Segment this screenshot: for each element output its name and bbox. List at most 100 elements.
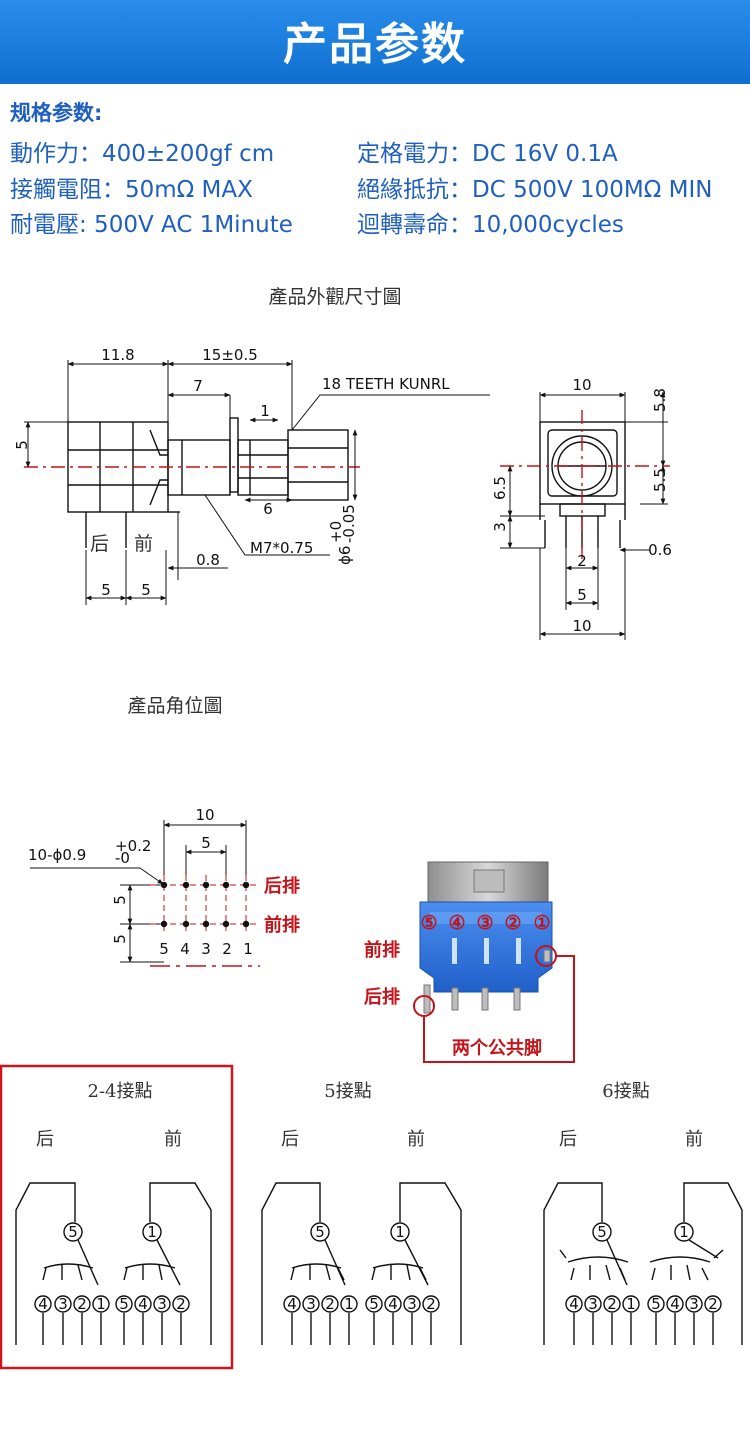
dim-2: 2: [577, 552, 587, 570]
config-pin: 3: [58, 1295, 68, 1313]
dim-r10-bottom: 10: [572, 617, 591, 635]
config-pin: 4: [287, 1295, 297, 1313]
hole-pin-number: 4: [180, 940, 190, 958]
config-pin: 2: [325, 1295, 335, 1313]
config-pin: 2: [176, 1295, 186, 1313]
shaft-diameter-label: ϕ6 +0 -0.05: [327, 504, 358, 565]
hole-pin-number: 2: [222, 940, 232, 958]
dim-hole-10: 10: [195, 806, 214, 824]
photo-back-row: 后排: [364, 986, 400, 1008]
svg-text:ϕ6: ϕ6: [336, 546, 354, 565]
highlight-box: [0, 1064, 234, 1370]
dim-6-5: 6.5: [491, 476, 509, 500]
hole-tol-top: +0.2: [115, 837, 151, 855]
config-pin: 4: [388, 1295, 398, 1313]
spec-rated-power: 定格電力：DC 16V 0.1A: [357, 141, 618, 167]
config-title: 5接點: [324, 1081, 371, 1102]
dim-0-8: 0.8: [196, 551, 220, 569]
spec-contact-resistance: 接觸電阻：50mΩ MAX: [10, 177, 253, 203]
dim-hole-v1: 5: [111, 895, 129, 905]
config-pin: 4: [38, 1295, 48, 1313]
config-pin: 5: [369, 1295, 379, 1313]
config-pin: 3: [407, 1295, 417, 1313]
config-back-label: 后: [36, 1129, 54, 1150]
spec-operating-force: 動作力：400±200gf cm: [10, 141, 275, 167]
config-pin: 2: [77, 1295, 87, 1313]
header-banner: 产品参数: [0, 0, 750, 84]
thread-note: M7*0.75: [250, 539, 313, 557]
photo-pin-circle: ④: [448, 912, 465, 934]
config-pin: 5: [119, 1295, 129, 1313]
dim-5-8: 5.8: [651, 388, 669, 412]
config-5: 5接點 后 前 5 1 4 3 2 1 5 4 3 2: [261, 1081, 462, 1345]
label-back-row: 后排: [264, 875, 300, 897]
config-pin: 5: [651, 1295, 661, 1313]
config-common-pin: 5: [597, 1223, 607, 1241]
spec-rotation-life: 迴轉壽命：10,000cycles: [357, 212, 624, 238]
config-pin: 1: [96, 1295, 106, 1313]
label-front-row: 前排: [264, 914, 300, 936]
config-pin: 1: [344, 1295, 354, 1313]
dim-6: 6: [263, 500, 273, 518]
hole-pin-numbers: 5 4 3 2 1: [159, 940, 253, 958]
config-title: 2-4接點: [88, 1081, 153, 1102]
svg-text:+0: +0: [327, 521, 345, 543]
dim-15: 15±0.5: [202, 346, 258, 364]
spec-heading: 规格参数:: [10, 101, 103, 125]
label-front: 前: [134, 533, 153, 555]
photo-common-pins: 两个公共脚: [452, 1037, 542, 1059]
config-6: 6接點 后 前 5 1 4 3 2 1 5 4 3 2: [543, 1081, 743, 1345]
config-common-pin: 5: [68, 1223, 78, 1241]
config-title: 6接點: [602, 1081, 649, 1102]
config-pin: 3: [689, 1295, 699, 1313]
config-pin: 3: [306, 1295, 316, 1313]
dim-5-left: 5: [13, 440, 31, 450]
config-front-label: 前: [685, 1129, 703, 1150]
config-front-label: 前: [164, 1129, 182, 1150]
angle-drawing-title: 產品角位圖: [127, 695, 222, 717]
config-pin: 4: [569, 1295, 579, 1313]
dim-hole-v2: 5: [111, 934, 129, 944]
config-back-label: 后: [559, 1129, 577, 1150]
dim-3: 3: [491, 522, 509, 532]
hole-tol-bottom: -0: [115, 849, 130, 867]
hole-pin-number: 3: [201, 940, 211, 958]
dim-5-5: 5.5: [651, 468, 669, 492]
dim-hole-5: 5: [201, 834, 211, 852]
hole-pin-number: 5: [159, 940, 169, 958]
photo-pin-circle: ③: [476, 912, 493, 934]
photo-front-row: 前排: [364, 939, 400, 961]
config-pin: 4: [670, 1295, 680, 1313]
hole-pin-number: 1: [243, 940, 253, 958]
config-2-4: 2-4接點 后 前 5 1 4 3 2 1 5 4 3 2: [15, 1081, 212, 1345]
label-back: 后: [90, 533, 109, 555]
config-pin: 2: [607, 1295, 617, 1313]
page-title: 产品参数: [283, 19, 467, 70]
config-pin: 2: [426, 1295, 436, 1313]
product-photo: [413, 861, 575, 1063]
knurl-note: 18 TEETH KUNRL: [322, 375, 450, 393]
pitch-b: 5: [141, 581, 151, 599]
dim-1: 1: [260, 402, 270, 420]
config-pin: 3: [588, 1295, 598, 1313]
config-pin: 2: [708, 1295, 718, 1313]
spec-insulation-resistance: 絕緣抵抗：DC 500V 100MΩ MIN: [357, 177, 713, 203]
config-pin: 4: [138, 1295, 148, 1313]
config-common-pin: 5: [315, 1223, 325, 1241]
front-view: [500, 391, 670, 640]
photo-pin-circle: ⑤: [420, 912, 437, 934]
config-common-pin: 1: [147, 1223, 157, 1241]
config-pin: 1: [626, 1295, 636, 1313]
photo-pin-circles: ⑤ ④ ③ ② ①: [420, 912, 550, 934]
config-front-label: 前: [407, 1129, 425, 1150]
hole-dots: [160, 881, 250, 928]
photo-pin-circle: ①: [533, 912, 550, 934]
dimension-drawing-title: 產品外觀尺寸圖: [268, 286, 401, 308]
config-common-pin: 1: [679, 1223, 689, 1241]
dim-11-8: 11.8: [101, 346, 134, 364]
dim-7: 7: [193, 377, 203, 395]
config-pin: 3: [157, 1295, 167, 1313]
side-view: [24, 360, 490, 605]
dim-0-6: 0.6: [648, 541, 672, 559]
